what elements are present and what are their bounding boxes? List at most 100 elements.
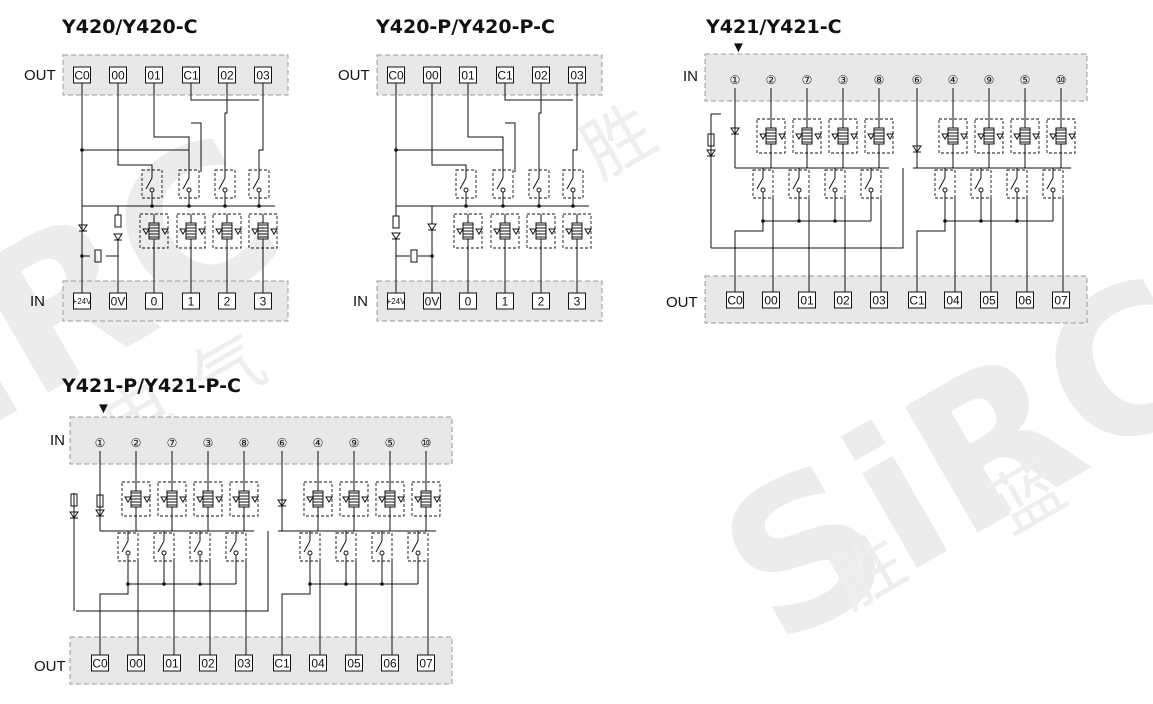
terminal-pin: 02: [834, 291, 852, 309]
diode-icon: [912, 145, 922, 153]
relay-coil: [176, 213, 206, 249]
wire: [496, 177, 504, 190]
wire: [711, 168, 904, 249]
contact-point: [868, 187, 874, 193]
contact-point: [500, 187, 506, 193]
diode-icon: [198, 228, 206, 235]
terminal-pin: 06: [1016, 291, 1034, 309]
terminal-pin: 3: [568, 292, 586, 310]
diode-icon: [251, 228, 259, 235]
terminal-pin: C1: [496, 66, 514, 84]
terminal-pin: +24V: [73, 292, 92, 310]
relay-contact: [189, 532, 211, 562]
terminal-box: [127, 654, 145, 672]
wire: [190, 83, 259, 101]
terminal-label: 02: [220, 69, 234, 83]
wire: [339, 540, 347, 553]
resistor-icon: [707, 133, 715, 147]
diode-triangle: [706, 149, 716, 157]
contact-point: [760, 187, 766, 193]
diode-icon: [325, 496, 333, 503]
terminal-box: [834, 291, 852, 309]
terminal-label: 07: [419, 657, 433, 671]
junction-dot: [571, 204, 575, 208]
wire: [117, 83, 153, 172]
relay-coil: [1046, 118, 1076, 154]
relay-contact: [117, 532, 139, 562]
contact-point: [978, 187, 984, 193]
wire: [303, 540, 311, 553]
diode-icon: [759, 133, 767, 140]
junction-dot: [187, 204, 191, 208]
diode-icon: [277, 499, 287, 507]
diode-icon: [215, 496, 223, 503]
wire: [281, 584, 311, 655]
top-row-label: IN: [50, 432, 65, 449]
terminal-label: C1: [497, 69, 513, 83]
terminal-label: 04: [946, 294, 960, 308]
terminal-pin: C1: [908, 291, 926, 309]
terminal-pin: 03: [870, 291, 888, 309]
contact-point: [415, 550, 421, 556]
contact-point: [125, 550, 131, 556]
terminal-label: 3: [574, 295, 581, 309]
top-terminal-bar: [704, 53, 1088, 102]
contact-point: [1050, 187, 1056, 193]
terminal-label: C0: [727, 294, 743, 308]
terminal-pin: 00: [109, 66, 127, 84]
diode-icon: [795, 133, 803, 140]
wire: [505, 122, 516, 172]
relay-contact: [371, 532, 393, 562]
contact-point: [256, 187, 262, 193]
terminal-box: [870, 291, 888, 309]
contact-point: [536, 187, 542, 193]
diode-icon: [270, 228, 278, 235]
watermark-char: 胜: [568, 89, 670, 195]
bottom-row-label: IN: [353, 293, 368, 310]
contact-point: [1014, 187, 1020, 193]
terminal-label: 01: [165, 657, 179, 671]
terminal-label: 1: [188, 295, 195, 309]
junction-dot: [833, 219, 837, 223]
relay-contact: [407, 532, 429, 562]
diagram-title: Y421-P/Y421-P-C: [61, 375, 241, 397]
relay-contact: [225, 532, 247, 562]
diode-icon: [95, 509, 105, 517]
diode-icon: [306, 496, 314, 503]
contact-point: [832, 187, 838, 193]
relay-coil: [562, 213, 592, 249]
terminal-label: 07: [1054, 294, 1068, 308]
terminal-pin: 02: [218, 66, 236, 84]
diode-icon: [124, 496, 132, 503]
relay-contact: [153, 532, 175, 562]
bottom-row-label: IN: [30, 293, 45, 310]
terminal-label: 05: [982, 294, 996, 308]
diode-icon: [548, 228, 556, 235]
wire: [229, 540, 237, 553]
wire: [76, 531, 269, 612]
relay-coil: [792, 118, 822, 154]
input-marker-arrow: ▼: [96, 400, 111, 417]
relay-coil: [453, 213, 483, 249]
relay-contact: [335, 532, 357, 562]
terminal-label: 2: [224, 295, 231, 309]
terminal-pin: 2: [532, 292, 550, 310]
terminal-label: 00: [111, 69, 125, 83]
terminal-circled-number: ⑦: [167, 436, 178, 450]
junction-dot: [223, 204, 227, 208]
diode-icon: [1013, 133, 1021, 140]
terminal-circled-number: ⑩: [1056, 73, 1067, 87]
diode-icon: [215, 228, 223, 235]
diode-icon: [886, 133, 894, 140]
junction-dot: [537, 204, 541, 208]
diode-icon: [512, 228, 520, 235]
diode-icon: [814, 133, 822, 140]
diode-icon: [433, 496, 441, 503]
relay-coil: [121, 481, 151, 517]
relay-coil: [229, 481, 259, 517]
terminal-label: 03: [256, 69, 270, 83]
wire: [459, 177, 467, 190]
terminal-pin: 03: [235, 654, 253, 672]
terminal-box: [944, 291, 962, 309]
